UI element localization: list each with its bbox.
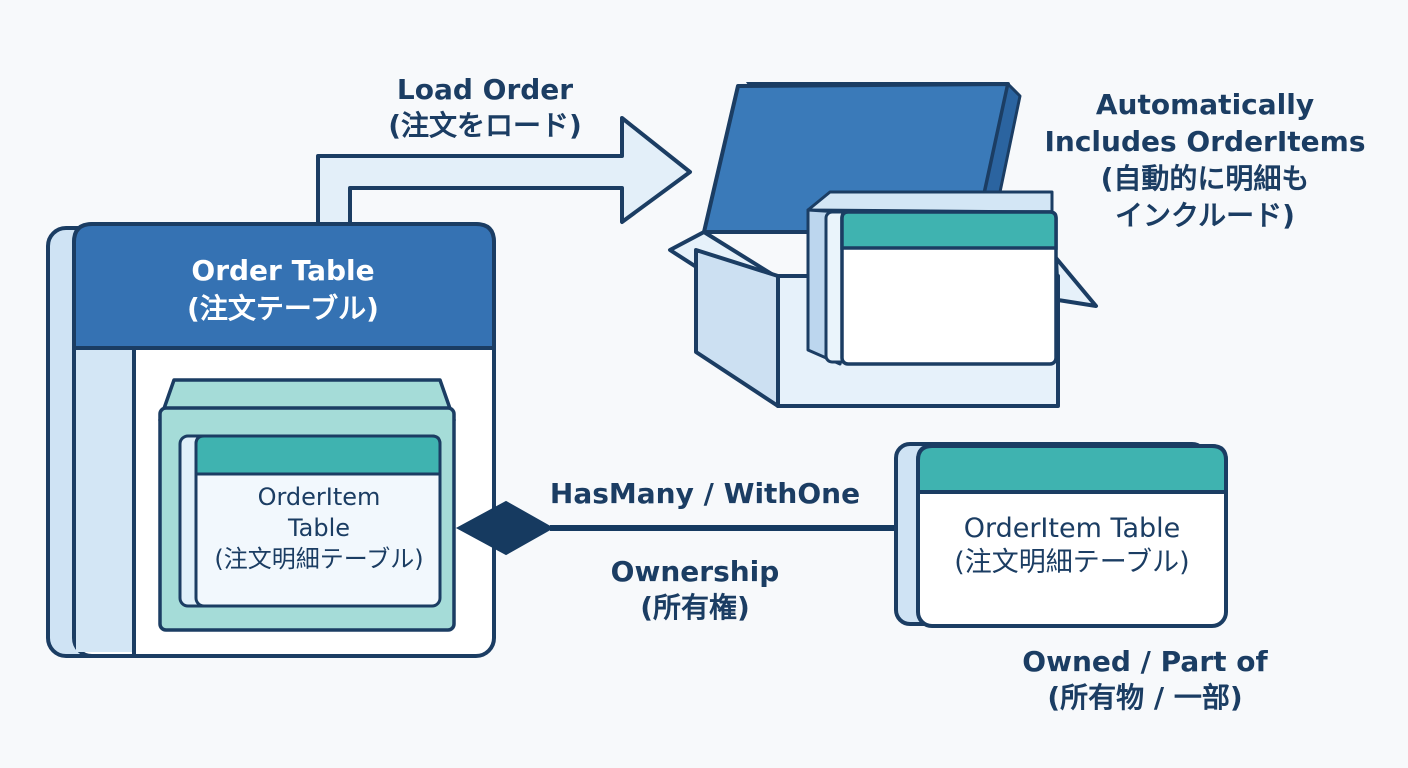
load-order-label-jp: (注文をロード) [388,109,582,142]
relationship-label-top: HasMany / WithOne [520,476,890,512]
order-table-title-en: Order Table [191,254,375,287]
nested-orderitem-line3: (注文明細テーブル) [214,545,424,573]
load-order-arrow [316,116,692,234]
include-note-line2: Includes OrderItems [1044,125,1366,158]
nested-orderitem-line1: OrderItem [257,483,381,511]
nested-orderitem-table [158,378,456,632]
include-note-line1: Automatically [1095,88,1315,121]
relationship-type: HasMany / WithOne [549,477,861,510]
nested-orderitem-label: OrderItem Table (注文明細テーブル) [194,482,444,575]
orderitem-table-title: OrderItem Table (注文明細テーブル) [918,512,1226,580]
ownership-label-en: Ownership [610,555,780,588]
owned-label: Owned / Part of (所有物 / 一部) [990,644,1300,716]
nested-orderitem-line2: Table [287,514,351,542]
order-table-title-jp: (注文テーブル) [187,292,379,325]
orderitem-table-title-jp: (注文明細テーブル) [954,547,1190,578]
open-box [668,82,1098,408]
load-order-label-en: Load Order [396,73,574,106]
orderitem-table [894,442,1228,628]
owned-label-en: Owned / Part of [1022,645,1268,678]
include-note: Automatically Includes OrderItems (自動的に明… [1030,86,1380,234]
orderitem-table-title-en: OrderItem Table [963,513,1181,544]
include-note-line4: インクルード) [1115,199,1295,232]
include-note-line3: (自動的に明細も [1100,162,1310,195]
owned-label-jp: (所有物 / 一部) [1047,681,1243,714]
order-table-title: Order Table (注文テーブル) [120,252,446,328]
relationship-label-bottom: Ownership (所有権) [560,554,830,626]
ownership-label-jp: (所有権) [640,591,750,624]
load-order-label: Load Order (注文をロード) [360,72,610,144]
